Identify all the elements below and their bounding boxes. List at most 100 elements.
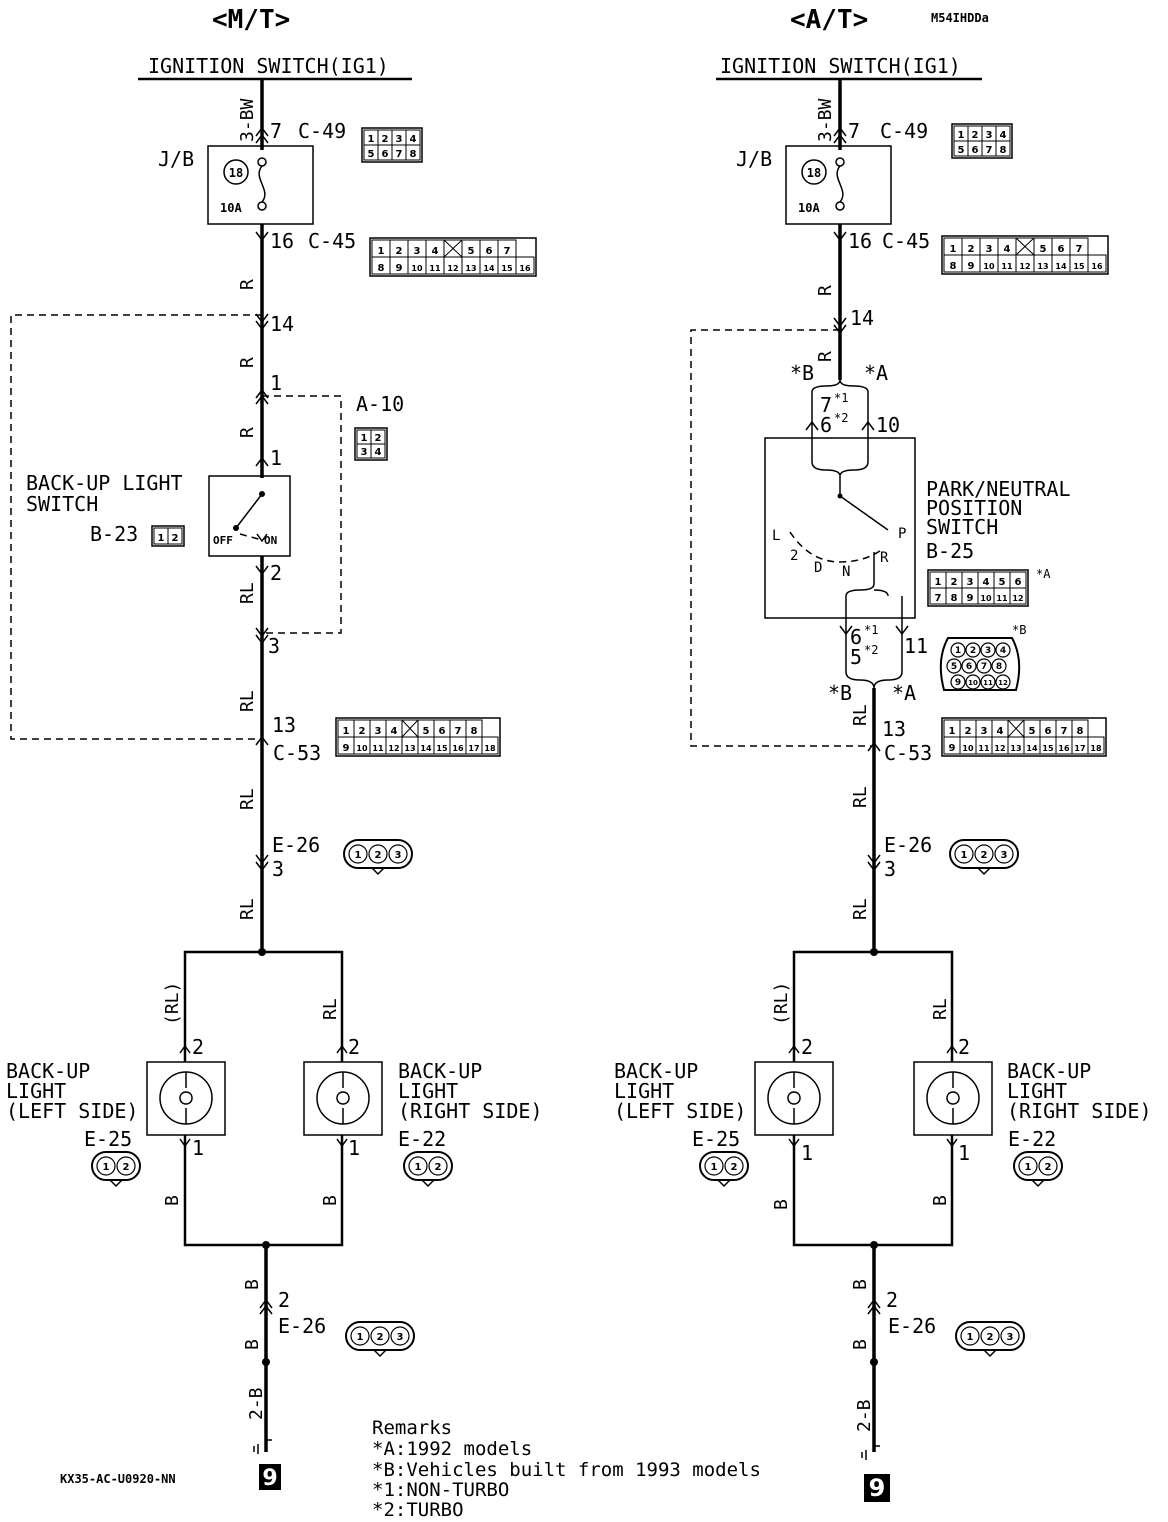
at-b25-mark-b: *B — [1012, 623, 1026, 637]
at-mark-a2: *A — [892, 681, 916, 705]
connector-pin: 3 — [375, 726, 382, 737]
at-fuse-icon — [836, 165, 844, 203]
mt-wire-rl-right: RL — [320, 998, 341, 1020]
mt-pin2-terminal-icon — [255, 565, 269, 576]
at-lamp-right-label-1: BACK-UP — [1007, 1059, 1091, 1083]
connector-pin: 3 — [1001, 850, 1008, 861]
at-sel-d: D — [814, 560, 822, 576]
connector-pin: 2 — [987, 1332, 994, 1343]
connector-pin: 6 — [486, 246, 493, 257]
at-title: <A/T> — [790, 5, 868, 35]
at-sel-n: N — [842, 564, 850, 580]
at-fuse-terminal-top — [835, 157, 845, 167]
mt-pin3: 3 — [268, 634, 280, 658]
connector-pin: 17 — [468, 744, 479, 753]
mt-lamp-right-label-2: LIGHT — [398, 1079, 458, 1103]
at-sel-r: R — [880, 550, 889, 566]
at-pin6: 6 — [820, 413, 832, 437]
at-pnp-label-1: PARK/NEUTRAL — [926, 477, 1071, 501]
at-pin13: 13 — [882, 717, 906, 741]
mt-jb-label: J/B — [158, 147, 194, 171]
connector-pin: 4 — [983, 577, 990, 588]
connector-pin: 9 — [396, 263, 403, 274]
connector-pin: 2 — [123, 1162, 130, 1173]
connector-pin: 9 — [343, 743, 350, 754]
at-jb-label: J/B — [736, 147, 772, 171]
at-mark-b2: *B — [828, 681, 852, 705]
connector-pin: 7 — [396, 149, 403, 160]
connector-pin: 1 — [1025, 1162, 1032, 1173]
connector-pin: 5 — [951, 662, 957, 672]
connector-pin: 4 — [1004, 244, 1011, 255]
connector-pin: 16 — [1058, 744, 1070, 753]
connector-pin: 2 — [359, 726, 366, 737]
at-wire-b-label-2: B — [850, 1339, 871, 1350]
connector-pin: 2 — [375, 433, 382, 444]
connector-pin: 1 — [950, 244, 957, 255]
connector-pin: 1 — [158, 533, 165, 544]
mt-pin3b: 3 — [272, 857, 284, 881]
at-pnp-inner-brace — [811, 438, 869, 477]
mt-fuse-number-icon — [223, 159, 249, 185]
connector-pin: 15 — [436, 744, 448, 753]
at-note1: *1 — [834, 391, 848, 405]
connector-pin: 9 — [949, 743, 956, 754]
mt-c49-pin: 7 — [270, 119, 282, 143]
at-b25-mark-a: *A — [1036, 567, 1051, 581]
connector-pin: 9 — [968, 261, 975, 272]
at-wire-3bw-label: 3-BW — [815, 98, 836, 142]
mt-a10-label: A-10 — [356, 392, 404, 416]
connector-pin: 6 — [972, 145, 979, 156]
connector-pin: 7 — [504, 246, 511, 257]
mt-pin13: 13 — [272, 713, 296, 737]
at-pnp-label-2: POSITION — [926, 496, 1022, 520]
remark-2: *2:TURBO — [372, 1499, 464, 1521]
mt-ground-number: 9 — [262, 1466, 277, 1491]
connector-pin: 1 — [949, 726, 956, 737]
mt-lamp-r-pin1-icon — [336, 1138, 348, 1148]
at-lamp-r-pin1: 1 — [958, 1141, 970, 1165]
at-e26b-terminal-icon — [867, 1298, 881, 1315]
connector-pin: 17 — [1074, 744, 1085, 753]
mt-c45-label: C-45 — [308, 229, 356, 253]
mt-wire-b-left: B — [162, 1195, 183, 1206]
connector-pin: 16 — [1091, 262, 1103, 271]
connector-pin: 3 — [986, 244, 993, 255]
at-lamp-right-filament-icon — [946, 1072, 960, 1124]
connector-pin: 12 — [1012, 594, 1023, 603]
at-mark-a: *A — [864, 361, 888, 385]
connector-pin: 8 — [951, 593, 958, 604]
mt-pin2b: 2 — [278, 1288, 290, 1312]
connector-pin: 4 — [997, 726, 1004, 737]
connector-pin: 1 — [357, 1332, 364, 1343]
connector-pin: 7 — [1061, 726, 1068, 737]
at-wire-r-label-2: R — [815, 351, 836, 362]
connector-pin: 10 — [411, 264, 423, 273]
connector-pin: 8 — [950, 261, 957, 272]
at-c45-pin: 16 — [848, 229, 872, 253]
at-e26b-label: E-26 — [888, 1314, 936, 1338]
at-fuse-number-icon — [801, 159, 827, 185]
at-c49-terminal-icon — [833, 126, 847, 144]
connector-pin: 3 — [981, 726, 988, 737]
at-wire-rl-left: (RL) — [771, 982, 792, 1025]
mt-fuse-terminal-bottom — [257, 201, 267, 211]
connector-pin: 16 — [452, 744, 464, 753]
connector-pin: 4 — [1000, 646, 1006, 656]
connector-pin: 11 — [429, 264, 441, 273]
at-pin10: 10 — [876, 413, 900, 437]
connector-pin: 5 — [423, 726, 430, 737]
mt-lamp-l-pin1: 1 — [192, 1136, 204, 1160]
at-pnp-output-arrows — [839, 625, 909, 636]
connector-pin: 7 — [1076, 244, 1083, 255]
mt-lamp-l-pin2-icon — [179, 1044, 191, 1054]
at-note2: *2 — [834, 411, 848, 425]
connector-pin: 13 — [1037, 262, 1048, 271]
mt-wire-rl-label-3: RL — [237, 788, 258, 810]
at-e22-label: E-22 — [1008, 1127, 1056, 1151]
